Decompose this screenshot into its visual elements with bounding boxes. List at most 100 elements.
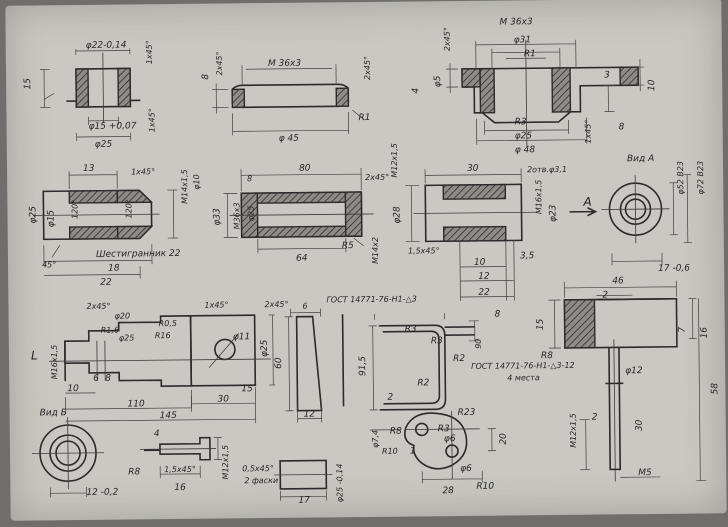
dim-label: 2х45° [365, 173, 389, 182]
dim-label: М36х3 [232, 202, 241, 229]
dim-label: 30 [635, 419, 645, 431]
dim-label: М12х1,5 [221, 445, 230, 480]
dim-label: 18 [108, 264, 120, 274]
dim-label: φ20 [115, 311, 131, 320]
dim-label: М16х1,5 [534, 180, 543, 215]
knob-view [139, 436, 223, 479]
dim-label: φ33 [212, 208, 222, 226]
dim-label: R1,6 [101, 326, 119, 335]
long-sleeve-section-view [223, 168, 374, 254]
dim-label: 46 [612, 276, 624, 286]
dim-label: 20 [499, 433, 509, 445]
bracket-assembly-view [548, 280, 707, 482]
weld-note: ГОСТ 14771-76-Н1-△3-12 [471, 361, 575, 371]
dim-label: φ23 [548, 204, 558, 222]
dim-label: М12х1,5 [390, 143, 399, 178]
dim-label: 1,5х45° [164, 465, 196, 474]
dim-label: φ28 [392, 206, 402, 224]
dim-label: 110 [127, 399, 145, 409]
dim-label: R1 [524, 49, 536, 59]
dim-label: R2 [453, 354, 465, 364]
dim-label: 4 [154, 429, 160, 439]
dim-label: 8 [105, 374, 111, 384]
drawing-sheet: φ22-0,14 1х45° 15 φ15 +0,07 φ25 1х45° 2х… [5, 0, 727, 521]
dim-label: Шестигранник 22 [96, 249, 181, 260]
dim-label: φ12 [625, 366, 643, 376]
dim-label: R5 [342, 241, 354, 251]
dim-label: 45° [42, 260, 56, 269]
weld-note: 4 места [507, 373, 540, 382]
dim-label: φ6 [444, 434, 456, 444]
dim-label: φ52 В23 [676, 161, 685, 195]
dim-label: R8 [541, 351, 553, 361]
section-mark: L [31, 348, 38, 362]
dim-label: 6 [302, 302, 307, 311]
dim-label: φ25 [246, 206, 255, 222]
dim-label: 58 [710, 383, 720, 395]
plate-view [284, 308, 345, 423]
dim-label: М5 [638, 468, 652, 478]
dim-label: 15 [241, 384, 253, 394]
dim-label: 2 [602, 290, 608, 300]
dim-label: 1х45° [147, 108, 156, 132]
dim-label: R3 [515, 117, 527, 127]
dim-label: φ 48 [515, 145, 536, 155]
dim-label: М14х2 [371, 237, 380, 264]
dim-label: φ25 -0,14 [335, 464, 344, 503]
dim-label: 6 [93, 374, 99, 384]
sleeve-section-view [39, 48, 141, 142]
dim-label: 64 [296, 254, 308, 264]
dim-label: φ5 [433, 75, 443, 87]
dim-label: 15 [23, 78, 33, 90]
dim-label: 2х45° [264, 300, 288, 309]
dim-label: φ25 [515, 131, 533, 141]
dim-label: 17 [298, 496, 310, 506]
view-title: Вид Б [40, 408, 67, 418]
dim-label: φ11 [233, 332, 250, 342]
dim-label: 8 [201, 74, 211, 80]
dim-label: 22 [478, 288, 490, 298]
dim-label: 120° [124, 199, 133, 218]
technical-drawing: φ22-0,14 1х45° 15 φ15 +0,07 φ25 1х45° 2х… [23, 17, 720, 506]
dim-label: 90 [474, 339, 483, 349]
dim-label: М14х1,5 [180, 169, 189, 204]
dim-label: φ6 [460, 464, 472, 474]
dim-label: 145 [160, 411, 178, 421]
dim-label: 2х45° [363, 56, 372, 80]
dim-label: М16х1,5 [50, 345, 59, 380]
ring-nut-section-view [212, 64, 365, 136]
dim-label: 3 [604, 70, 610, 80]
swing-link-view [369, 411, 497, 484]
weld-note: ГОСТ 14771-76-Н1-△3 [326, 294, 416, 304]
dim-label: 2х45° [86, 302, 110, 311]
dim-label: 2х45° [215, 51, 224, 75]
dim-label: φ15 [46, 210, 56, 228]
dim-label: 2х45° [443, 27, 452, 51]
dim-label: 12 [478, 272, 490, 282]
dim-label: φ22-0,14 [86, 40, 127, 50]
dim-label: R16 [155, 331, 171, 340]
dim-label: 4 [411, 87, 421, 93]
dim-label: R2 [417, 378, 429, 388]
dim-label: 1х45° [584, 120, 593, 144]
dim-label: 8 [247, 174, 252, 183]
dim-label: 1х45° [145, 40, 154, 64]
dim-label: 1,5х45° [408, 246, 440, 255]
pin-view [274, 459, 333, 501]
dim-label: R3 [431, 336, 443, 346]
dim-label: 8 [495, 310, 501, 320]
dim-label: φ 45 [279, 134, 300, 144]
dim-label: R10 [476, 482, 494, 492]
view-title: Вид А [627, 154, 654, 164]
dim-label: 28 [442, 486, 454, 496]
dim-label: φ15 +0,07 [89, 121, 137, 132]
dim-label: 3,5 [520, 251, 535, 261]
gland-nut-section-view [33, 170, 178, 279]
dim-label: φ25 [260, 339, 270, 357]
view-b [32, 417, 105, 498]
dim-label: 12 -0,2 [86, 488, 118, 498]
dim-label: 30 [467, 164, 479, 174]
dim-label: 1х45° [204, 300, 228, 309]
dim-label: 80 [299, 164, 311, 174]
dim-label: R8 [390, 427, 402, 437]
